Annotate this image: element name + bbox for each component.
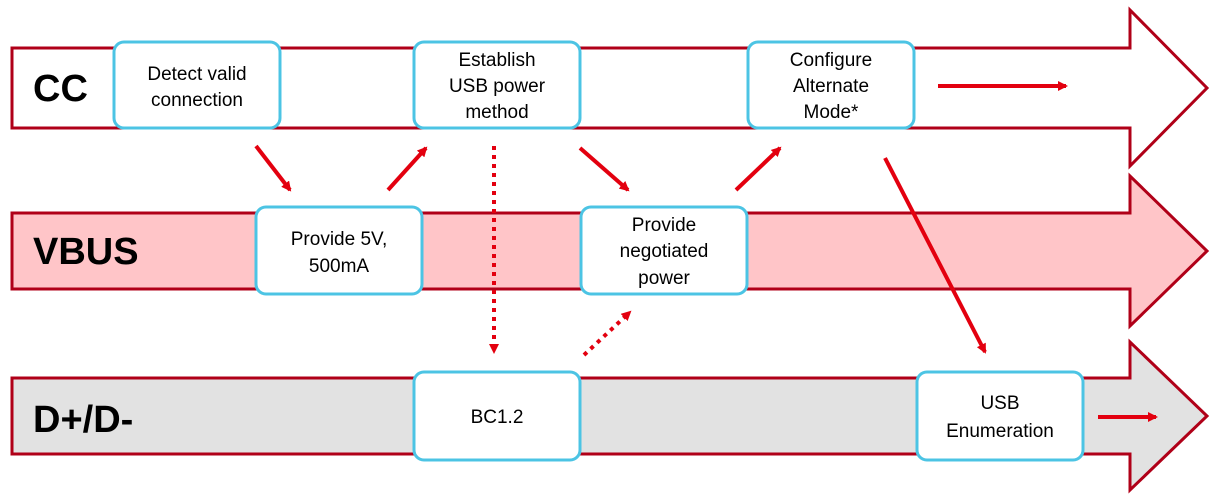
box-provide-5v-500ma: Provide 5V, 500mA [254, 205, 424, 296]
box-establish-usb-power-method: Establish USB power method [412, 40, 582, 130]
arrow-5v-to-establish [386, 146, 428, 192]
svg-text:USB power: USB power [449, 76, 546, 97]
box-bc1-2: BC1.2 [412, 370, 582, 462]
svg-text:500mA: 500mA [309, 256, 370, 277]
lane-vbus-label: VBUS [33, 231, 139, 273]
lane-cc-label: CC [33, 68, 88, 110]
svg-text:Provide 5V,: Provide 5V, [291, 229, 387, 250]
svg-text:Provide: Provide [632, 215, 696, 236]
box-detect-valid-connection: Detect valid connection [112, 40, 282, 130]
box-usb-enumeration: USB Enumeration [915, 370, 1085, 462]
svg-text:Establish: Establish [458, 50, 535, 71]
svg-text:Enumeration: Enumeration [946, 421, 1054, 442]
svg-text:connection: connection [151, 90, 243, 111]
svg-text:method: method [465, 102, 528, 123]
arrow-bc12-to-negotiated-dotted [582, 310, 632, 357]
box-configure-alternate-mode: Configure Alternate Mode* [746, 40, 916, 130]
svg-text:power: power [638, 268, 690, 289]
svg-text:Alternate: Alternate [793, 76, 869, 97]
lane-dd: D+/D- [10, 338, 1210, 494]
arrow-configure-to-usb-enumeration [883, 157, 987, 354]
svg-text:negotiated: negotiated [620, 241, 709, 262]
svg-text:Configure: Configure [790, 50, 872, 71]
lane-dd-label: D+/D- [33, 399, 133, 441]
arrow-negotiated-to-configure [734, 146, 782, 192]
arrow-establish-to-negotiated [578, 146, 630, 192]
svg-text:Detect valid: Detect valid [147, 64, 246, 85]
svg-text:USB: USB [980, 393, 1019, 414]
lane-dd-arrow [10, 338, 1210, 494]
svg-text:Mode*: Mode* [804, 102, 860, 123]
svg-text:BC1.2: BC1.2 [471, 407, 524, 428]
arrow-detect-to-5v [254, 144, 292, 192]
box-provide-negotiated-power: Provide negotiated power [579, 205, 749, 296]
